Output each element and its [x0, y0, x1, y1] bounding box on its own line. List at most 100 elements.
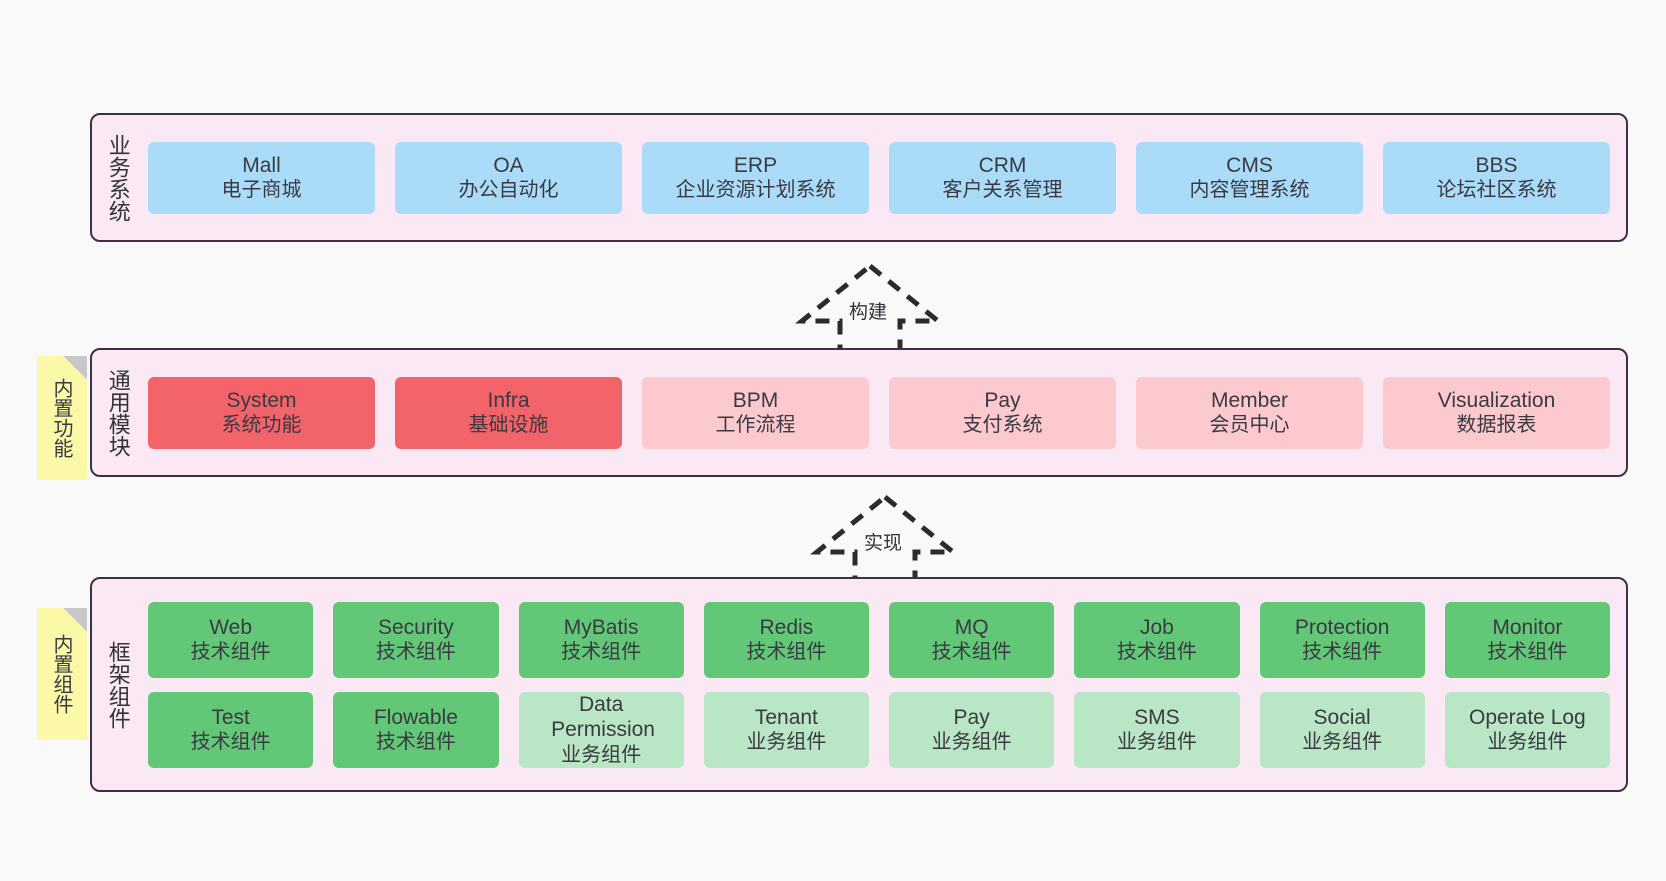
node-member[interactable]: Member 会员中心 — [1136, 376, 1363, 449]
node-title: System — [226, 388, 297, 412]
node-protection[interactable]: Protection 技术组件 — [1259, 601, 1425, 678]
node-infra[interactable]: Infra 基础设施 — [395, 376, 622, 449]
node-web[interactable]: Web 技术组件 — [148, 601, 314, 678]
node-subtitle: 业务组件 — [746, 731, 827, 754]
node-title: MQ — [954, 615, 989, 639]
layer-body-business-system: Mall 电子商城 OA 办公自动化 ERP 企业资源计划系统 CRM 客户关系… — [140, 115, 1626, 240]
node-title: Flowable — [373, 705, 458, 729]
node-oa[interactable]: OA 办公自动化 — [395, 141, 622, 214]
node-subtitle: 业务组件 — [1302, 731, 1383, 754]
node-mybatis[interactable]: MyBatis 技术组件 — [518, 601, 684, 678]
node-title: Operate Log — [1468, 705, 1586, 729]
node-subtitle: 业务组件 — [561, 743, 642, 766]
node-title: Test — [211, 705, 250, 729]
node-subtitle: 电子商城 — [221, 179, 302, 202]
node-operate-log[interactable]: Operate Log 业务组件 — [1444, 691, 1610, 768]
node-title: OA — [493, 153, 524, 177]
node-test[interactable]: Test 技术组件 — [148, 691, 314, 768]
node-subtitle: 业务组件 — [931, 731, 1012, 754]
node-title: MyBatis — [563, 615, 639, 639]
node-title: SMS — [1134, 705, 1180, 729]
node-subtitle: 业务组件 — [1487, 731, 1568, 754]
node-title: Job — [1139, 615, 1174, 639]
layer-body-common-module: System 系统功能 Infra 基础设施 BPM 工作流程 Pay 支付系统… — [140, 350, 1626, 475]
node-subtitle: 论坛社区系统 — [1436, 179, 1557, 202]
node-pay[interactable]: Pay 支付系统 — [889, 376, 1116, 449]
node-title: ERP — [733, 153, 778, 177]
connector-label: 构建 — [847, 297, 890, 324]
node-title: Security — [377, 615, 454, 639]
node-subtitle: 业务组件 — [1116, 731, 1197, 754]
node-social[interactable]: Social 业务组件 — [1259, 691, 1425, 768]
node-monitor[interactable]: Monitor 技术组件 — [1444, 601, 1610, 678]
node-flowable[interactable]: Flowable 技术组件 — [333, 691, 499, 768]
node-redis[interactable]: Redis 技术组件 — [703, 601, 869, 678]
node-cms[interactable]: CMS 内容管理系统 — [1136, 141, 1363, 214]
layer-title-business-system: 业务系统 — [105, 133, 131, 222]
node-subtitle: 客户关系管理 — [942, 179, 1063, 202]
node-title: Pay — [984, 388, 1021, 412]
node-visualization[interactable]: Visualization 数据报表 — [1383, 376, 1610, 449]
node-title: CRM — [978, 153, 1027, 177]
sticky-fold-corner — [63, 608, 87, 632]
node-bpm[interactable]: BPM 工作流程 — [642, 376, 869, 449]
node-title: Visualization — [1437, 388, 1556, 412]
node-subtitle: 系统功能 — [221, 414, 302, 437]
node-subtitle: 技术组件 — [931, 641, 1012, 664]
node-sms[interactable]: SMS 业务组件 — [1074, 691, 1240, 768]
sticky-note-builtin-function: 内置功能 — [37, 356, 87, 480]
node-subtitle: 支付系统 — [962, 414, 1043, 437]
node-mall[interactable]: Mall 电子商城 — [148, 141, 375, 214]
node-crm[interactable]: CRM 客户关系管理 — [889, 141, 1116, 214]
node-title: Social — [1313, 705, 1371, 729]
node-subtitle: 技术组件 — [190, 731, 271, 754]
node-subtitle: 数据报表 — [1456, 414, 1537, 437]
node-title: CMS — [1226, 153, 1273, 177]
layer-body-framework-component: Web 技术组件 Security 技术组件 MyBatis 技术组件 Redi… — [140, 579, 1626, 790]
sticky-note-label: 内置组件 — [50, 634, 72, 714]
node-title: Tenant — [754, 705, 818, 729]
node-job[interactable]: Job 技术组件 — [1074, 601, 1240, 678]
node-subtitle: 技术组件 — [1487, 641, 1568, 664]
node-title: Protection — [1294, 615, 1390, 639]
node-row: Test 技术组件 Flowable 技术组件 Data Permission … — [148, 691, 1610, 768]
layer-framework-component: 框架组件 Web 技术组件 Security 技术组件 MyBatis 技术组件… — [90, 577, 1628, 792]
node-row: Web 技术组件 Security 技术组件 MyBatis 技术组件 Redi… — [148, 601, 1610, 678]
node-row: Mall 电子商城 OA 办公自动化 ERP 企业资源计划系统 CRM 客户关系… — [148, 141, 1610, 214]
layer-title-framework-component: 框架组件 — [105, 640, 131, 729]
sticky-fold-corner — [63, 356, 87, 380]
sticky-note-builtin-component: 内置组件 — [37, 608, 87, 740]
node-row: System 系统功能 Infra 基础设施 BPM 工作流程 Pay 支付系统… — [148, 376, 1610, 449]
node-title: Data Permission — [551, 692, 655, 742]
node-title: BPM — [732, 388, 779, 412]
node-mq[interactable]: MQ 技术组件 — [889, 601, 1055, 678]
node-subtitle: 技术组件 — [561, 641, 642, 664]
node-subtitle: 内容管理系统 — [1189, 179, 1310, 202]
node-title: Infra — [487, 388, 530, 412]
node-subtitle: 技术组件 — [1116, 641, 1197, 664]
node-title: Web — [209, 615, 253, 639]
node-bbs[interactable]: BBS 论坛社区系统 — [1383, 141, 1610, 214]
node-subtitle: 技术组件 — [375, 731, 456, 754]
node-security[interactable]: Security 技术组件 — [333, 601, 499, 678]
connector-build: 构建 — [794, 261, 946, 358]
layer-business-system: 业务系统 Mall 电子商城 OA 办公自动化 ERP 企业资源计划系统 CRM… — [90, 113, 1628, 242]
node-title: Monitor — [1492, 615, 1563, 639]
node-tenant[interactable]: Tenant 业务组件 — [703, 691, 869, 768]
sticky-note-label: 内置功能 — [50, 378, 72, 458]
node-title: Pay — [953, 705, 990, 729]
node-subtitle: 基础设施 — [468, 414, 549, 437]
node-data-permission[interactable]: Data Permission 业务组件 — [518, 691, 684, 768]
connector-label: 实现 — [862, 528, 905, 555]
node-title: Member — [1210, 388, 1289, 412]
node-erp[interactable]: ERP 企业资源计划系统 — [642, 141, 869, 214]
node-pay-component[interactable]: Pay 业务组件 — [889, 691, 1055, 768]
node-subtitle: 技术组件 — [190, 641, 271, 664]
node-subtitle: 企业资源计划系统 — [675, 179, 836, 202]
node-title: BBS — [1475, 153, 1518, 177]
node-system[interactable]: System 系统功能 — [148, 376, 375, 449]
node-subtitle: 技术组件 — [746, 641, 827, 664]
node-subtitle: 技术组件 — [1302, 641, 1383, 664]
node-subtitle: 技术组件 — [375, 641, 456, 664]
